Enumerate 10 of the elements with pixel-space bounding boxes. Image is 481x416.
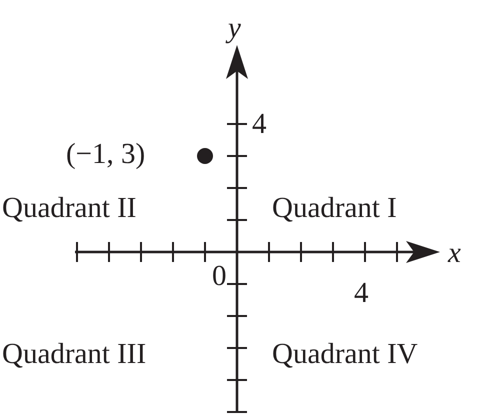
tick-label: 0 xyxy=(212,262,226,291)
axis-label: x xyxy=(448,239,461,268)
point-label: (−1, 3) xyxy=(66,140,146,169)
quadrant-label: Quadrant III xyxy=(2,340,146,369)
quadrant-label: Quadrant I xyxy=(272,194,397,223)
quadrant-label: Quadrant IV xyxy=(272,340,418,369)
tick-label: 4 xyxy=(354,279,368,308)
axis-label: y xyxy=(228,14,241,43)
tick-label: 4 xyxy=(252,110,266,139)
quadrant-label: Quadrant II xyxy=(2,194,136,223)
